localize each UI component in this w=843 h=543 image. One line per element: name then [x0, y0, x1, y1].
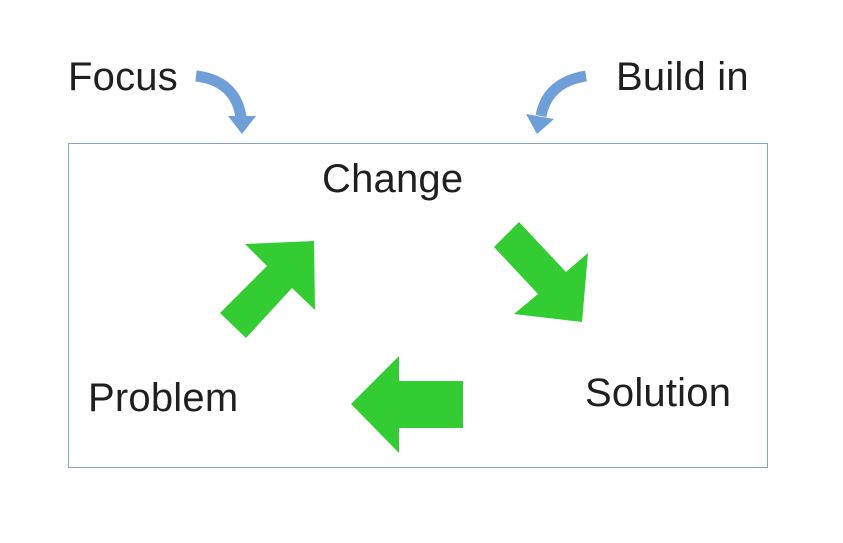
change-label: Change: [322, 157, 464, 201]
cycle-frame: [68, 143, 768, 468]
build-in-curved-arrow-icon: [526, 70, 588, 134]
change-to-solution-arrow-icon: [494, 222, 588, 322]
focus-label: Focus: [68, 55, 178, 99]
problem-to-change-arrow-icon: [220, 241, 315, 338]
focus-curved-arrow-icon: [195, 70, 256, 134]
problem-label: Problem: [88, 376, 239, 420]
solution-to-problem-arrow-icon: [351, 356, 463, 453]
build-in-label: Build in: [616, 55, 749, 99]
solution-label: Solution: [585, 371, 732, 415]
